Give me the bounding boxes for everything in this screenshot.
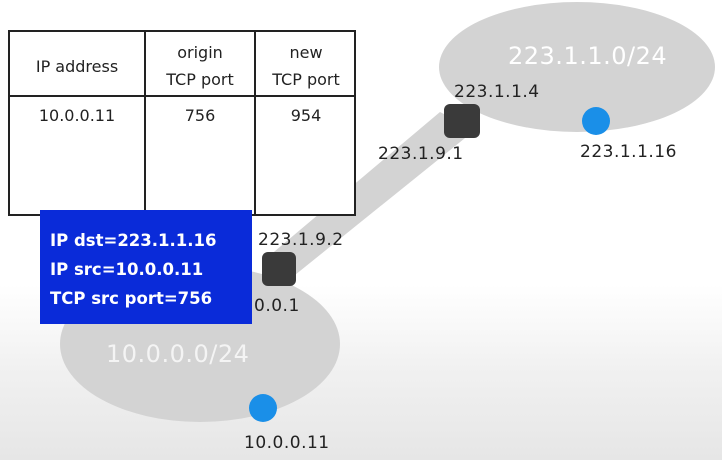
public-network-cloud <box>439 2 715 132</box>
packet-header-box: IP dst=223.1.1.16 IP src=10.0.0.11 TCP s… <box>40 210 252 324</box>
nat-router-top-label: 223.1.9.2 <box>258 230 344 250</box>
packet-src-port: TCP src port=756 <box>50 289 213 308</box>
row-origin-port: 756 <box>184 106 216 125</box>
private-network-label: 10.0.0.0/24 <box>106 340 250 368</box>
header-origin-line1: origin <box>177 43 223 62</box>
packet-dst: IP dst=223.1.1.16 <box>50 231 217 250</box>
table-column-divider <box>254 32 256 214</box>
header-new-line1: new <box>289 43 323 62</box>
public-host-label: 223.1.1.16 <box>580 142 677 162</box>
public-network-label: 223.1.1.0/24 <box>508 42 668 70</box>
table-column-divider <box>144 32 146 214</box>
public-router-bottom-label: 223.1.9.1 <box>378 144 464 164</box>
public-host <box>582 107 610 135</box>
header-ip-address: IP address <box>35 57 119 76</box>
packet-src: IP src=10.0.0.11 <box>50 260 204 279</box>
nat-router <box>262 252 296 286</box>
table-header-divider <box>10 95 354 97</box>
public-router-top-label: 223.1.1.4 <box>454 82 540 102</box>
header-new-line2: TCP port <box>272 70 340 89</box>
row-ip-address: 10.0.0.11 <box>38 106 116 125</box>
public-router <box>444 104 480 138</box>
link-between-routers <box>262 112 475 275</box>
header-origin-line2: TCP port <box>166 70 234 89</box>
nat-router-bottom-label: 0.0.1 <box>254 296 300 316</box>
private-host <box>249 394 277 422</box>
private-host-label: 10.0.0.11 <box>244 433 330 453</box>
row-new-port: 954 <box>290 106 322 125</box>
nat-translation-table: IP address origin TCP port new TCP port … <box>8 30 356 216</box>
